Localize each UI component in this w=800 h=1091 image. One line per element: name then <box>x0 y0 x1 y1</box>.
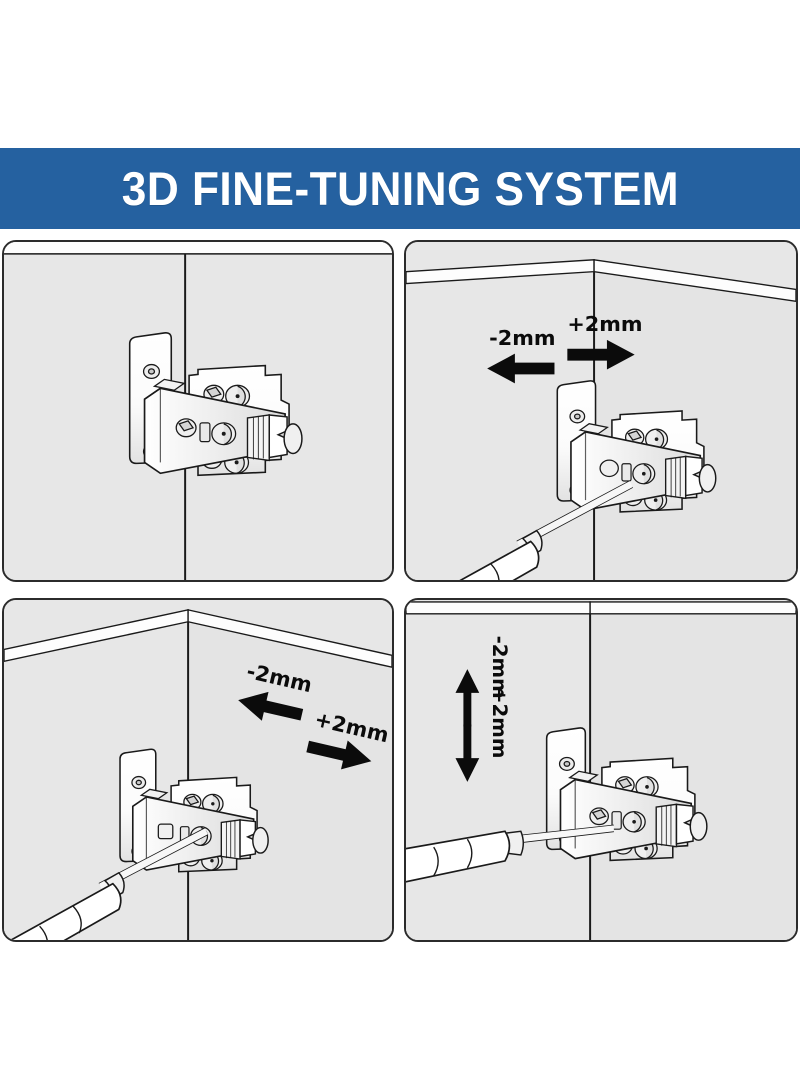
label-minus-2mm: -2mm <box>489 326 555 350</box>
arrow-left-icon <box>487 353 555 384</box>
panel-overview[interactable] <box>2 240 394 582</box>
panel-depth-adjust-illustration: -2mm +2mm <box>406 242 796 580</box>
arrow-right-icon <box>306 740 372 770</box>
panel-overview-illustration <box>4 242 392 580</box>
label-minus-2mm: -2mm <box>488 636 511 699</box>
arrow-up-icon <box>455 669 480 727</box>
screwdriver-icon <box>406 824 614 883</box>
hinge-assembly <box>128 332 303 477</box>
hinge-assembly <box>545 727 708 862</box>
header-banner: 3D FINE-TUNING SYSTEM <box>0 148 800 229</box>
panel-side-adjust-illustration: -2mm +2mm <box>4 600 392 940</box>
page-title: 3D FINE-TUNING SYSTEM <box>121 162 679 215</box>
label-plus-2mm: +2mm <box>488 687 511 758</box>
hinge-assembly <box>556 380 717 513</box>
arrow-right-icon <box>567 339 635 370</box>
panel-side-adjust[interactable]: -2mm +2mm <box>2 598 394 942</box>
panel-grid: -2mm +2mm <box>0 240 800 942</box>
screwdriver-icon <box>459 480 634 580</box>
panel-depth-adjust[interactable]: -2mm +2mm <box>404 240 798 582</box>
label-plus-2mm: +2mm <box>567 312 642 336</box>
screwdriver-icon <box>9 827 209 940</box>
adjust-arrows-horizontal: -2mm +2mm <box>487 312 643 384</box>
panel-height-adjust[interactable]: -2mm +2mm <box>404 598 798 942</box>
arrow-left-icon <box>238 691 304 721</box>
arrow-down-icon <box>455 724 480 782</box>
panel-height-adjust-illustration: -2mm +2mm <box>406 600 796 940</box>
hinge-assembly <box>119 748 269 873</box>
adjust-arrows-vertical: -2mm +2mm <box>455 636 511 782</box>
